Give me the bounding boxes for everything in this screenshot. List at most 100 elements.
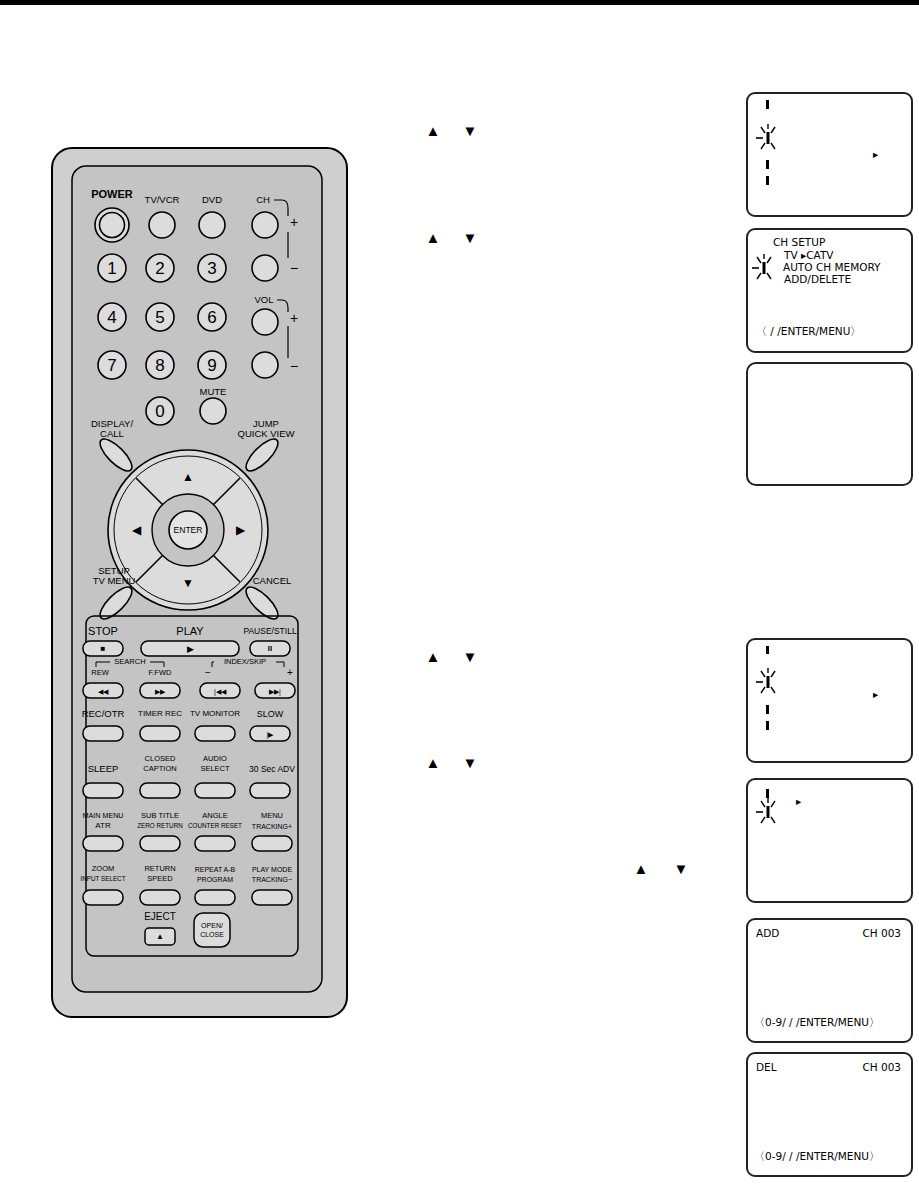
button-label: ■ — [101, 645, 106, 653]
osd-screen: ▸ — [746, 92, 913, 217]
button-label: QUICK VIEW — [237, 429, 294, 439]
button-label: TV MENU — [93, 576, 136, 586]
step-arrow: ▼ — [674, 861, 689, 876]
button-label: ANGLE — [202, 812, 227, 820]
step-arrow: ▼ — [463, 123, 478, 138]
button-label: EJECT — [144, 912, 176, 922]
button-label: SETUP — [98, 566, 130, 576]
osd-text: ▸ — [873, 689, 878, 700]
button-label: − — [290, 359, 298, 373]
step-arrow: ▲ — [426, 755, 441, 770]
osd-text: 〈0-9/ / /ENTER/MENU〉 — [754, 1151, 880, 1162]
button-label: TRACKING+ — [252, 823, 292, 830]
button-label: SPEED — [147, 875, 172, 883]
button-label: DVD — [202, 195, 222, 205]
osd-screen: CH SETUPTV ▸CATVAUTO CH MEMORYADD/DELETE… — [746, 228, 913, 353]
osd-text: ADD/DELETE — [784, 274, 851, 285]
osd-text: CH 003 — [862, 1062, 901, 1073]
button-label: INPUT SELECT — [80, 876, 125, 882]
button-label: + — [290, 311, 298, 325]
button-label: RETURN — [144, 865, 175, 873]
button-label: MENU — [261, 812, 283, 820]
button-label: 7 — [107, 357, 116, 374]
button-label: 4 — [107, 309, 116, 326]
button-label: PLAY MODE — [252, 866, 292, 873]
button-label: 8 — [155, 357, 164, 374]
step-arrow: ▲ — [426, 649, 441, 664]
button-label: INDEX/SKIP — [224, 658, 266, 666]
button-label: ZOOM — [92, 865, 115, 873]
osd-screen: ▸ — [746, 778, 913, 903]
step-arrow: ▼ — [463, 230, 478, 245]
osd-text: TV ▸CATV — [784, 250, 834, 261]
button-label: VOL — [254, 295, 273, 305]
button-label: 2 — [155, 260, 164, 277]
button-label: CAPTION — [143, 765, 176, 773]
button-label: ▼ — [182, 577, 194, 589]
button-label: TIMER REC — [138, 710, 182, 718]
button-label: 5 — [155, 309, 164, 326]
button-label: MAIN MENU — [82, 812, 123, 819]
button-label: |◀◀ — [214, 688, 226, 695]
button-label: TRACKING− — [252, 876, 292, 883]
osd-text: ▸ — [796, 796, 801, 807]
button-label: CLOSED — [145, 755, 176, 763]
osd-text: 〈0-9/ / /ENTER/MENU〉 — [754, 1017, 880, 1028]
button-label: PLAY — [176, 626, 203, 637]
button-label: ◀◀ — [98, 688, 108, 695]
button-label: SELECT — [200, 765, 229, 773]
osd-screen: ADD CH 003 〈0-9/ / /ENTER/MENU〉 — [746, 918, 913, 1043]
step-arrow: ▼ — [463, 755, 478, 770]
button-label: CLOSE — [200, 931, 224, 938]
button-label: STOP — [88, 626, 118, 637]
button-label: PROGRAM — [197, 876, 233, 883]
osd-screen: ▸ — [746, 638, 913, 763]
button-label: DISPLAY/ — [91, 419, 133, 429]
button-label: ZERO RETURN — [137, 823, 182, 829]
button-label: REPEAT A-B — [195, 866, 236, 873]
button-label: + — [290, 215, 298, 229]
button-label: PAUSE/STILL — [243, 627, 296, 636]
button-label: ▲ — [156, 933, 164, 941]
button-label: 6 — [207, 309, 216, 326]
button-label: 1 — [107, 260, 116, 277]
step-arrow: ▼ — [463, 649, 478, 664]
button-label: ENTER — [174, 526, 203, 535]
button-label: SUB TITLE — [141, 812, 179, 820]
button-label: TV/VCR — [145, 195, 180, 205]
osd-text: ADD — [756, 928, 779, 939]
button-label: SLOW — [257, 710, 284, 719]
button-label: REW — [91, 669, 109, 677]
button-label: COUNTER RESET — [188, 823, 242, 829]
step-arrow: ▲ — [426, 123, 441, 138]
button-label: ▶ — [236, 524, 245, 536]
button-label: ▶ — [187, 645, 194, 654]
button-label: |▶ — [267, 731, 274, 738]
osd-text: CH 003 — [862, 928, 901, 939]
button-label: 0 — [155, 403, 164, 420]
button-label: II — [268, 645, 272, 653]
button-label: ▶▶ — [155, 688, 165, 695]
button-label: 9 — [207, 357, 216, 374]
button-label: SEARCH — [114, 658, 145, 666]
button-label: ATR — [95, 822, 110, 830]
button-label: ◀ — [132, 524, 141, 536]
button-label: SLEEP — [88, 764, 119, 774]
button-label: 3 — [207, 260, 216, 277]
button-label: ▶▶| — [269, 688, 281, 695]
osd-screen: DEL CH 003 〈0-9/ / /ENTER/MENU〉 — [746, 1052, 913, 1177]
button-label: AUDIO — [203, 755, 227, 763]
button-label: + — [287, 668, 293, 678]
step-arrow: ▲ — [426, 230, 441, 245]
button-label: CALL — [100, 429, 124, 439]
button-label: ▲ — [182, 471, 194, 483]
button-label: − — [290, 261, 298, 275]
button-label: TV MONITOR — [190, 710, 240, 718]
osd-text: ▸ — [873, 149, 878, 160]
osd-text: DEL — [756, 1062, 777, 1073]
button-label: MUTE — [200, 387, 227, 397]
button-label: REC/OTR — [82, 709, 125, 719]
button-label: CANCEL — [253, 576, 292, 586]
